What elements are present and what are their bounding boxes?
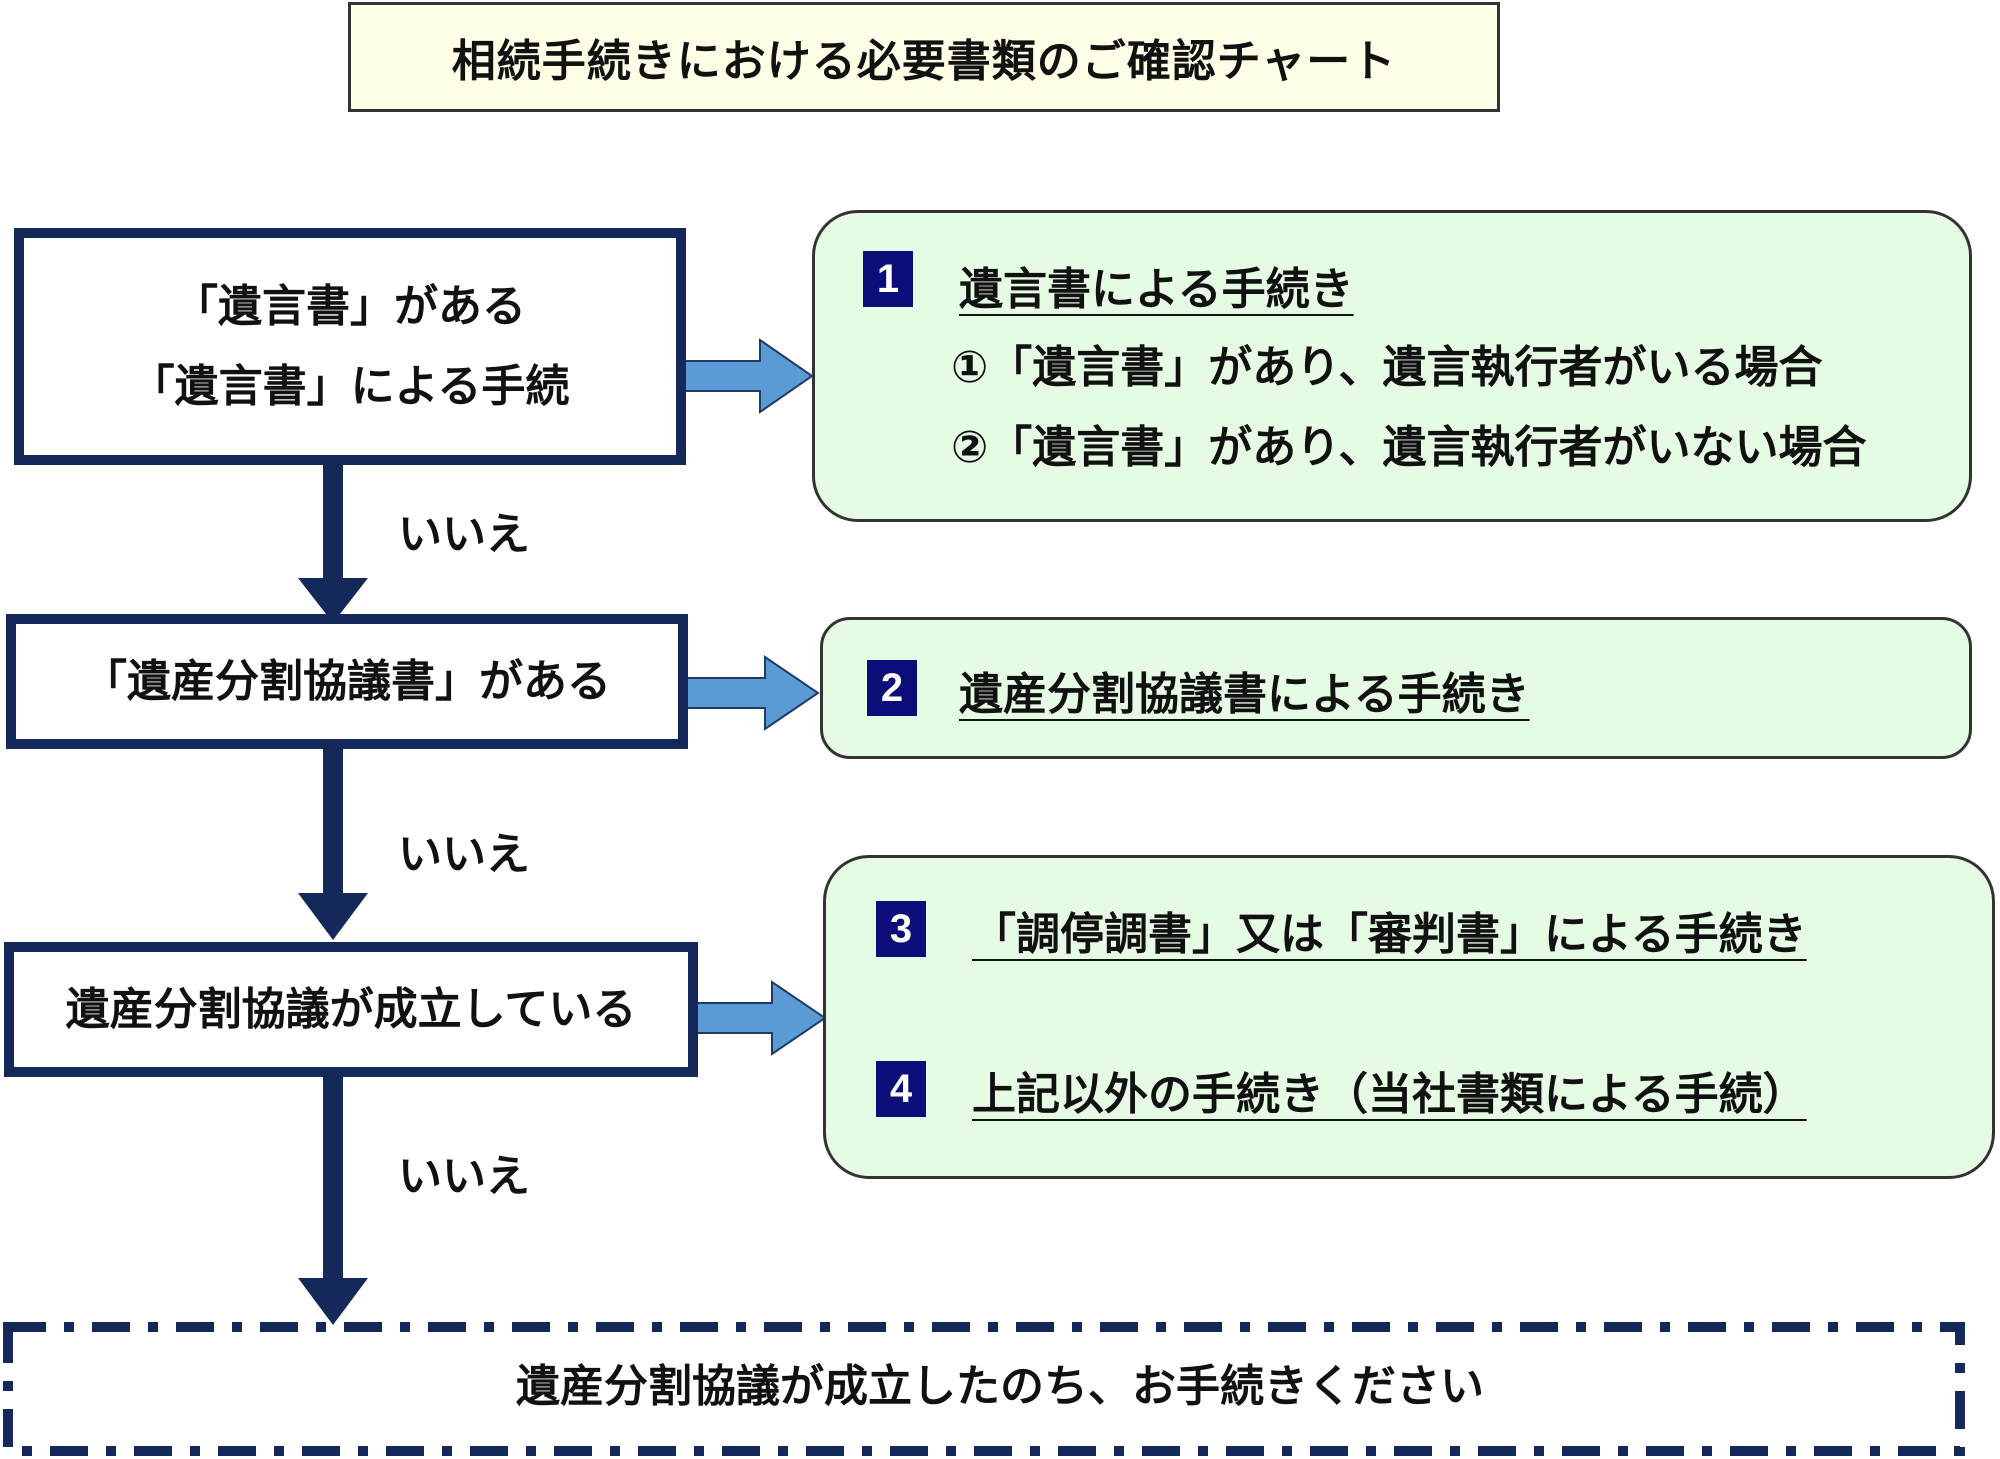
- final-instruction: 遺産分割協議が成立したのち、お手続きください: [516, 1361, 1484, 1412]
- result-2-label[interactable]: 遺産分割協議書による手続き: [959, 669, 1530, 720]
- down-arrow-2-shaft: [323, 745, 343, 895]
- result-1-number: 1: [863, 251, 913, 307]
- question-box-agreement: 遺産分割協議が成立している: [4, 942, 698, 1077]
- question-2-line-1: 「遺産分割協議書」がある: [83, 655, 611, 707]
- question-box-will: 「遺言書」がある 「遺言書」による手続: [14, 228, 686, 465]
- final-box-border: [3, 1322, 1965, 1456]
- down-arrow-1-head: [298, 578, 368, 623]
- chart-title: 相続手続きにおける必要書類のご確認チャート: [348, 2, 1500, 112]
- down-arrow-3-shaft: [323, 1075, 343, 1280]
- right-arrow-3: [692, 980, 827, 1056]
- result-3-number: 3: [876, 901, 926, 957]
- result-box-2: 2 遺産分割協議書による手続き: [820, 617, 1972, 759]
- result-4-number: 4: [876, 1061, 926, 1117]
- result-box-1: 1 遺言書による手続き ①「遺言書」があり、遺言執行者がいる場合 ②「遺言書」が…: [812, 210, 1972, 522]
- no-label-3: いいえ: [398, 1151, 530, 1202]
- down-arrows: [298, 460, 368, 1325]
- result-1-item-2: ②「遺言書」があり、遺言執行者がいない場合: [951, 422, 1867, 473]
- right-arrows: [682, 338, 827, 1056]
- result-4-label[interactable]: 上記以外の手続き（当社書類による手続）: [972, 1069, 1807, 1120]
- result-3-label[interactable]: 「調停調書」又は「審判書」による手続き: [972, 909, 1807, 960]
- result-2-number: 2: [867, 660, 917, 716]
- no-label-2: いいえ: [398, 829, 530, 880]
- result-1-label[interactable]: 遺言書による手続き: [959, 264, 1354, 315]
- right-arrow-1: [682, 338, 814, 414]
- no-label-1: いいえ: [398, 509, 530, 560]
- question-1-line-1: 「遺言書」がある: [174, 280, 526, 332]
- right-arrow-2: [684, 655, 820, 731]
- result-1-item-1: ①「遺言書」があり、遺言執行者がいる場合: [951, 342, 1823, 393]
- down-arrow-1-shaft: [323, 460, 343, 580]
- question-box-division-document: 「遺産分割協議書」がある: [6, 614, 688, 749]
- question-1-line-2: 「遺言書」による手続: [130, 360, 570, 412]
- question-3-line-1: 遺産分割協議が成立している: [65, 983, 637, 1035]
- down-arrow-2-head: [298, 893, 368, 940]
- down-arrow-3-head: [298, 1278, 368, 1325]
- result-box-3-4: 3 「調停調書」又は「審判書」による手続き 4 上記以外の手続き（当社書類による…: [823, 855, 1995, 1179]
